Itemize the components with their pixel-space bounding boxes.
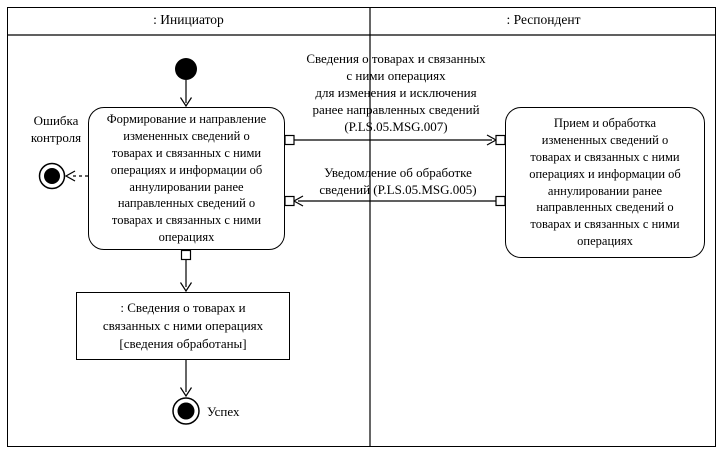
final-node-error-icon — [38, 162, 66, 190]
action-node-respondent: Прием и обработка измененных сведений о … — [505, 107, 705, 258]
pin-initiator-out — [284, 134, 295, 146]
pin-respondent-in — [495, 134, 506, 146]
lane-header-respondent: : Респондент — [506, 12, 581, 27]
error-final-label: Ошибка контроля — [30, 113, 82, 145]
flow-object-to-success — [179, 360, 193, 398]
pin-action-bottom — [180, 249, 192, 261]
lane-header-initiator: : Инициатор — [153, 12, 224, 27]
action-node-initiator: Формирование и направление измененных св… — [88, 107, 285, 250]
object-node-goods-info: : Сведения о товарах и связанных с ними … — [76, 292, 290, 360]
message-request-label: Сведения о товарах и связанных с ними оп… — [306, 51, 486, 134]
message-response-label: Уведомление об обработке сведений (P.LS.… — [319, 165, 477, 197]
diagram-frame — [7, 7, 716, 447]
flow-error-arrow — [64, 170, 88, 182]
final-node-success-icon — [172, 397, 200, 425]
pin-initiator-in — [284, 195, 295, 207]
flow-start-to-action — [179, 80, 193, 108]
success-final-label: Успех — [207, 404, 240, 419]
flow-request-arrow — [284, 134, 506, 146]
initial-node-icon — [175, 58, 197, 80]
flow-action-to-object — [179, 249, 193, 293]
